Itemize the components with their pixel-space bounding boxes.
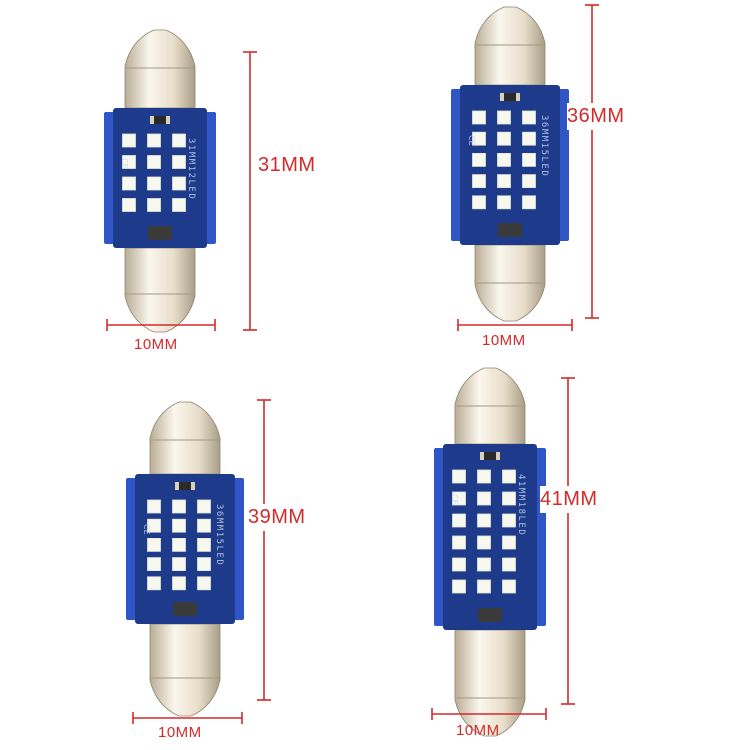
led-chip (147, 538, 161, 552)
width-label: 10MM (158, 724, 202, 741)
upper-metal-cap (124, 29, 196, 109)
led-chip (172, 557, 186, 571)
led-chip (452, 579, 466, 594)
led-chip (497, 152, 511, 167)
ce-mark: CE (450, 494, 459, 505)
led-chip (497, 131, 511, 146)
length-label: 41MM (540, 486, 598, 513)
led-chip (497, 174, 511, 189)
led-chip (452, 535, 466, 550)
ce-mark: CE (467, 135, 476, 146)
led-chip (122, 133, 136, 148)
led-chip (452, 557, 466, 572)
upper-metal-cap (149, 401, 221, 475)
led-chip (147, 155, 161, 169)
lower-metal-cap (124, 247, 196, 333)
led-chip (477, 579, 491, 594)
led-chip (122, 176, 136, 191)
led-chip (522, 195, 536, 210)
led-chip (477, 491, 491, 506)
led-chip (477, 535, 491, 550)
pcb-print-text: 41MM18LED (516, 474, 526, 537)
led-chip (172, 499, 186, 514)
led-chip (147, 576, 161, 591)
led-chip (452, 469, 466, 484)
led-chip (197, 518, 211, 533)
led-chip (147, 198, 161, 212)
ce-mark: CE (142, 524, 151, 535)
led-chip (172, 198, 186, 212)
led-chip (172, 538, 186, 552)
pcb-print-text: 31MM12LED (186, 138, 196, 201)
led-chip (197, 538, 211, 552)
led-chip (452, 491, 466, 506)
led-chip (172, 576, 186, 591)
ce-mark: CE (120, 158, 129, 169)
led-chip (197, 557, 211, 571)
width-label: 10MM (482, 332, 526, 349)
led-chip (197, 499, 211, 514)
led-chip (172, 133, 186, 148)
led-chip (472, 131, 486, 146)
led-chip (502, 535, 516, 550)
led-chip (452, 513, 466, 528)
led-chip (502, 513, 516, 528)
led-chip (477, 469, 491, 484)
length-label: 36MM (567, 103, 625, 130)
led-chip (497, 110, 511, 125)
led-chip (122, 155, 136, 169)
led-chip (502, 579, 516, 594)
led-chip (147, 499, 161, 514)
led-chip (172, 155, 186, 169)
led-chip (472, 152, 486, 167)
led-chip (472, 195, 486, 210)
led-chip (522, 110, 536, 125)
led-chip (172, 176, 186, 191)
led-chip (122, 198, 136, 212)
led-chip (472, 110, 486, 125)
lower-metal-cap (454, 629, 526, 737)
led-chip (147, 518, 161, 533)
led-chip (522, 152, 536, 167)
led-chip (497, 195, 511, 210)
led-chip (522, 174, 536, 189)
led-chip (522, 131, 536, 146)
led-chip (502, 469, 516, 484)
lower-metal-cap (149, 623, 221, 717)
width-label: 10MM (456, 722, 500, 739)
width-label: 10MM (134, 336, 178, 353)
led-chip (147, 557, 161, 571)
led-chip (502, 491, 516, 506)
led-chip (147, 133, 161, 148)
pcb-print-text: 36MM15LED (539, 115, 549, 178)
led-chip (147, 176, 161, 191)
led-chip (472, 174, 486, 189)
upper-metal-cap (474, 6, 546, 86)
led-chip (172, 518, 186, 533)
length-label: 31MM (258, 152, 316, 179)
length-label: 39MM (248, 504, 306, 531)
led-chip (477, 513, 491, 528)
led-chip (477, 557, 491, 572)
pcb-print-text: 36MM15LED (214, 504, 224, 567)
led-chip (502, 557, 516, 572)
led-chip (197, 576, 211, 591)
